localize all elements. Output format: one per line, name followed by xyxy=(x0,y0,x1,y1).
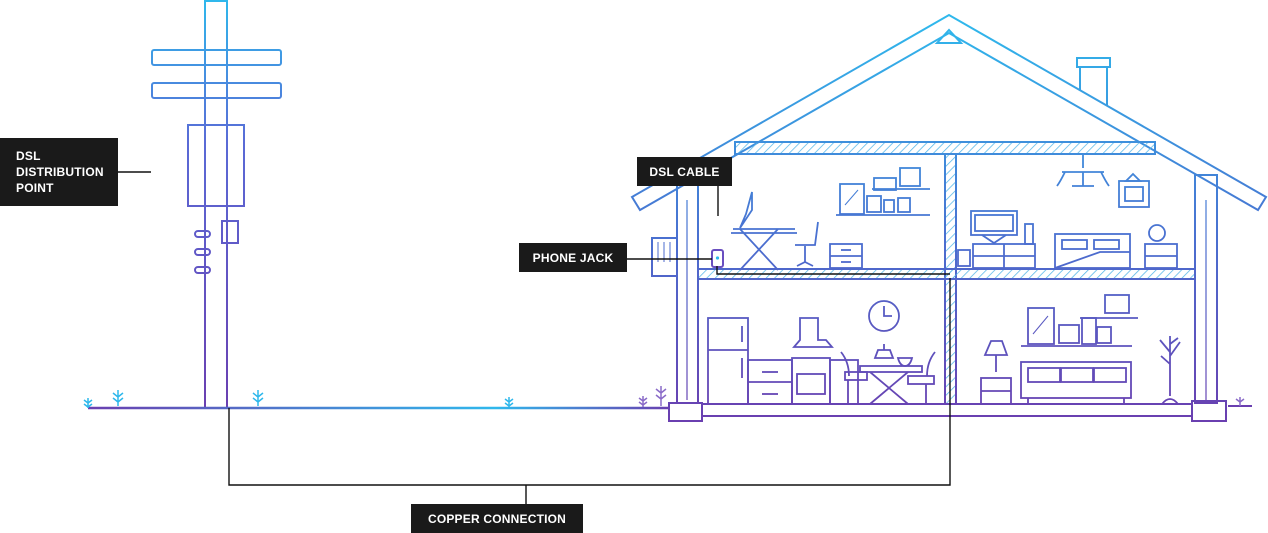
phone-jack-text: PHONE JACK xyxy=(532,250,614,265)
utility-pole-icon xyxy=(151,0,282,409)
dsl-distribution-point-text: DSL DISTRIBUTION POINT xyxy=(16,149,104,195)
copper-connection-text: COPPER CONNECTION xyxy=(427,511,567,526)
wire-connectors xyxy=(118,171,951,504)
copper-connection-label: COPPER CONNECTION xyxy=(411,504,583,533)
grass-icon xyxy=(83,386,1245,408)
phone-jack-icon xyxy=(711,249,724,268)
phone-jack-label: PHONE JACK xyxy=(519,243,627,272)
dsl-cable-text: DSL CABLE xyxy=(649,164,720,179)
dsl-cable-label: DSL CABLE xyxy=(637,157,732,186)
dsl-distribution-point-label: DSL DISTRIBUTION POINT xyxy=(0,138,118,206)
desk-icon xyxy=(731,167,930,271)
sofa-icon xyxy=(980,294,1181,405)
bed-icon xyxy=(957,154,1178,269)
kitchen-icon xyxy=(707,300,936,405)
